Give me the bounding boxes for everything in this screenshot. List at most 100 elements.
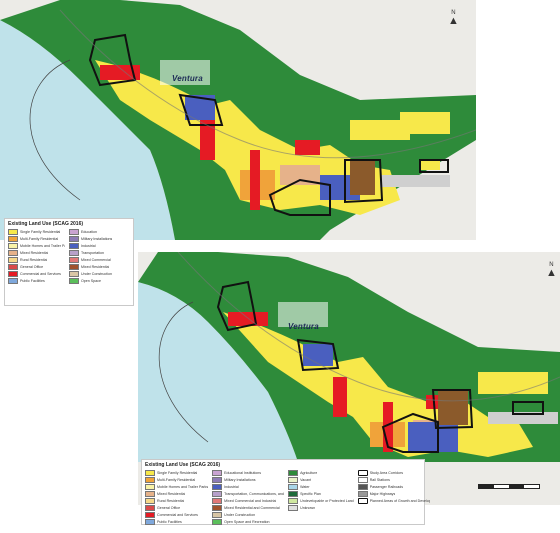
legend-swatch — [212, 469, 223, 476]
legend-item: Rail Stations — [357, 476, 430, 483]
legend-item: Industrial — [212, 483, 284, 490]
legend-title: Existing Land Use (SCAG 2016) — [145, 462, 221, 468]
legend-item: Public Facilities — [8, 277, 65, 284]
scale-bar — [478, 484, 540, 494]
legend-item: Mixed Residential and Commercial — [212, 504, 284, 511]
legend-item: Rural Residential — [145, 497, 208, 504]
legend-item: Military Installations — [69, 235, 112, 242]
legend-swatch — [357, 469, 368, 476]
legend-label: Rural Residential — [20, 257, 48, 262]
legend-label: Single Family Residential — [157, 470, 198, 475]
land-use-map-top: Ventura N ▲ — [0, 0, 476, 240]
legend-swatch — [145, 476, 155, 483]
legend-label: Commercial and Services — [157, 512, 198, 517]
north-label: N — [451, 10, 456, 16]
legend-item: Commercial and Services — [145, 511, 208, 518]
legend-label: Passenger Railroads — [369, 484, 404, 489]
north-arrow: N ▲ — [546, 262, 557, 279]
legend-item: Unknown — [288, 504, 354, 511]
legend-label: General Office — [20, 264, 44, 269]
legend-swatch — [145, 518, 155, 525]
legend-item: Specific Plan — [288, 490, 354, 497]
legend-item: Passenger Railroads — [357, 483, 430, 490]
legend-swatch — [212, 504, 223, 511]
legend-item: Military Installations — [212, 476, 284, 483]
legend-label: Multi-Family Residential — [157, 477, 196, 482]
legend-swatch — [8, 228, 18, 235]
legend-label: Single Family Residential — [20, 229, 61, 234]
legend-swatch — [8, 242, 18, 249]
legend-swatch — [212, 490, 223, 497]
legend-item: Multi-Family Residential — [145, 476, 208, 483]
legend-swatch — [145, 483, 155, 490]
legend-swatch — [8, 277, 18, 284]
legend-swatch — [145, 490, 155, 497]
legend-swatch — [357, 476, 368, 483]
legend-item: Open Space and Recreation — [212, 518, 284, 525]
legend-swatch — [69, 277, 79, 284]
legend-swatch — [8, 256, 18, 263]
legend-label: Mixed Residential — [157, 491, 186, 496]
legend-swatch — [69, 242, 79, 249]
legend-label: Mixed Commercial — [81, 257, 111, 262]
north-arrow: N ▲ — [448, 10, 459, 27]
legend-label: Industrial — [224, 484, 239, 489]
legend-swatch — [288, 483, 299, 490]
legend-swatch — [212, 483, 223, 490]
city-label: Ventura — [288, 322, 319, 331]
north-label: N — [549, 262, 554, 268]
legend-label: Transportation, Communications, and Util… — [224, 491, 284, 496]
legend-label: Multi-Family Residential — [20, 236, 59, 241]
legend-item: Undevelopable or Protected Land — [288, 497, 354, 504]
legend-item: Single Family Residential — [145, 469, 208, 476]
legend-label: Military Installations — [224, 477, 256, 482]
legend-item: Transportation, Communications, and Util… — [212, 490, 284, 497]
legend-item: Transportation — [69, 249, 112, 256]
legend-label: Study Area Corridors — [369, 470, 404, 475]
legend-label: Mixed Residential — [20, 250, 49, 255]
legend-item: Education — [69, 228, 112, 235]
legend-item: Public Facilities — [145, 518, 208, 525]
legend-label: General Office — [157, 505, 181, 510]
legend-item: Mixed Commercial — [69, 256, 112, 263]
legend-label: Mixed Residential and Commercial — [224, 505, 280, 510]
legend-label: Mobile Homes and Trailer Parks — [157, 484, 209, 489]
legend-item: Open Space — [69, 277, 112, 284]
legend-label: Open Space — [81, 278, 101, 283]
legend-label: Industrial — [81, 243, 96, 248]
legend-label: Water — [300, 484, 310, 489]
legend-item: Commercial and Services — [8, 270, 65, 277]
legend-label: Mobile Homes and Trailer Parks — [20, 243, 65, 248]
legend-label: Rural Residential — [157, 498, 185, 503]
legend-swatch — [288, 476, 299, 483]
map-canvas-top — [0, 0, 476, 240]
legend-swatch — [69, 270, 79, 277]
legend-swatch — [212, 518, 223, 525]
legend-swatch — [212, 476, 223, 483]
scale-bar-graphic — [478, 484, 540, 489]
legend-swatch — [69, 249, 79, 256]
legend-label: Educational Institutions — [224, 470, 262, 475]
legend-label: Public Facilities — [20, 278, 45, 283]
legend-label: Open Space and Recreation — [224, 519, 270, 524]
legend-item: Under Construction — [212, 511, 284, 518]
legend-item: Vacant — [288, 476, 354, 483]
legend-item: Water — [288, 483, 354, 490]
legend-swatch — [69, 235, 79, 242]
legend-item: Mobile Homes and Trailer Parks — [145, 483, 208, 490]
legend-label: Agriculture — [300, 470, 318, 475]
legend-label: Under Construction — [81, 271, 112, 276]
legend-label: Major Highways — [369, 491, 396, 496]
legend-label: Education — [81, 229, 97, 234]
legend-item: Under Construction — [69, 270, 112, 277]
legend-item: Educational Institutions — [212, 469, 284, 476]
legend-item: General Office — [8, 263, 65, 270]
legend-swatch — [288, 504, 299, 511]
legend-item: Mixed Commercial and Industrial — [212, 497, 284, 504]
legend-swatch — [145, 504, 155, 511]
legend-swatch — [145, 497, 155, 504]
legend-swatch — [69, 228, 79, 235]
legend-label: Vacant — [300, 477, 312, 482]
